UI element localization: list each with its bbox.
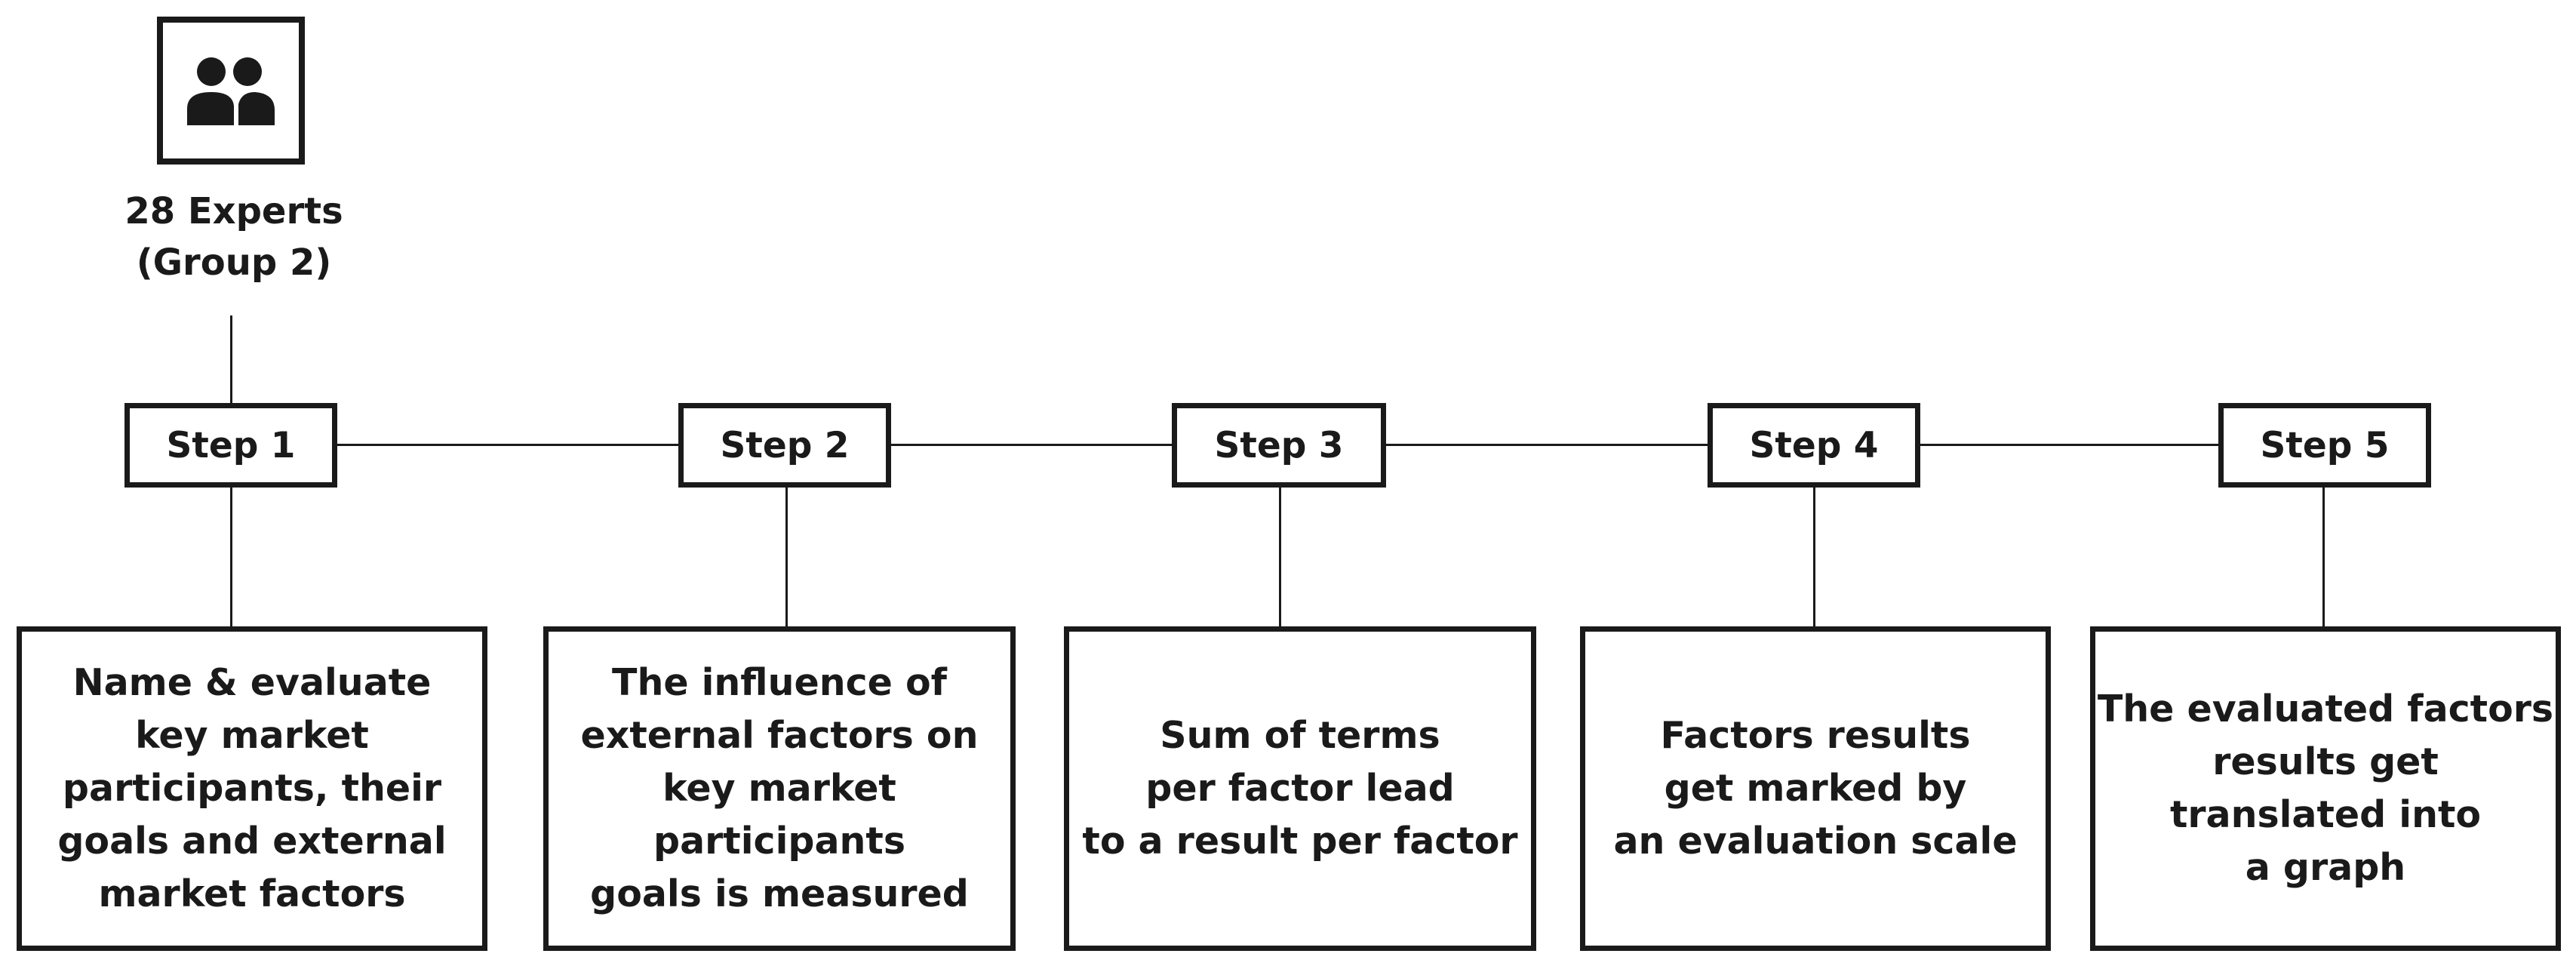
- step-4-label: Step 4: [1749, 424, 1879, 466]
- step-4-description-line: get marked by: [1664, 767, 1967, 810]
- step-1-description-line: Name & evaluate: [72, 661, 432, 704]
- step-3-description: Sum of terms per factor lead to a result…: [1064, 626, 1536, 951]
- step-3-description-line: to a result per factor: [1082, 820, 1518, 863]
- step-2-box: Step 2: [678, 403, 891, 488]
- step-3-description-line: per factor lead: [1145, 767, 1455, 810]
- step-2-label: Step 2: [720, 424, 850, 466]
- step3-to-desc3-connector: [1279, 486, 1281, 628]
- expert-to-step1-connector: [230, 315, 232, 405]
- step-5-description-line: results get: [2212, 740, 2439, 783]
- step-1-box: Step 1: [124, 403, 337, 488]
- step5-to-desc5-connector: [2322, 486, 2325, 628]
- step4-to-desc4-connector: [1813, 486, 1815, 628]
- step-4-description-line: an evaluation scale: [1613, 820, 2018, 863]
- step-1-description-line: market factors: [98, 872, 406, 915]
- people-icon: [187, 57, 275, 125]
- step-3-box: Step 3: [1172, 403, 1386, 488]
- step-2-description-line: key market: [662, 767, 896, 810]
- step-5-box: Step 5: [2218, 403, 2431, 488]
- step-4-description: Factors results get marked by an evaluat…: [1580, 626, 2051, 951]
- step-5-description-line: a graph: [2245, 846, 2406, 889]
- step-1-description-line: goals and external: [57, 820, 447, 863]
- step1-to-desc1-connector: [230, 486, 232, 628]
- experts-icon-frame: [157, 17, 305, 165]
- experts-count-text: 28 Experts: [124, 190, 343, 232]
- step-5-description-line: The evaluated factors: [2097, 688, 2554, 731]
- step2-to-desc2-connector: [785, 486, 788, 628]
- step-3-label: Step 3: [1214, 424, 1344, 466]
- step-2-description-line: participants: [653, 820, 905, 863]
- step-2-description-line: external factors on: [580, 714, 979, 757]
- step-2-description-line: goals is measured: [590, 872, 969, 915]
- step-4-description-line: Factors results: [1660, 714, 1971, 757]
- step-5-description-line: translated into: [2169, 793, 2482, 836]
- step-1-description-line: key market: [135, 714, 369, 757]
- step-5-label: Step 5: [2260, 424, 2390, 466]
- step-1-description-line: participants, their: [62, 767, 442, 810]
- step-5-description: The evaluated factors results get transl…: [2090, 626, 2561, 951]
- step-4-box: Step 4: [1708, 403, 1920, 488]
- step-3-description-line: Sum of terms: [1160, 714, 1440, 757]
- step-1-label: Step 1: [166, 424, 296, 466]
- experts-group-label: 28 Experts (Group 2): [83, 186, 385, 288]
- step-2-description: The influence of external factors on key…: [543, 626, 1016, 951]
- experts-group-text: (Group 2): [136, 241, 332, 284]
- step-2-description-line: The influence of: [612, 661, 947, 704]
- step-1-description: Name & evaluate key market participants,…: [17, 626, 487, 951]
